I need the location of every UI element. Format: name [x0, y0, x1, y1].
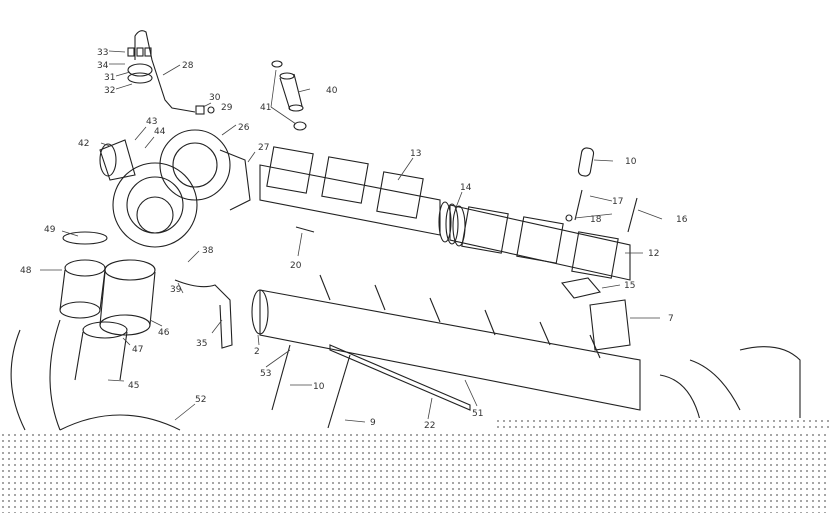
callout-53: 53: [260, 369, 271, 379]
oil-line: [134, 30, 196, 113]
callout-45: 45: [128, 381, 139, 391]
bolt-10-lower: [271, 344, 291, 411]
callout-40: 40: [326, 86, 338, 96]
callout-26: 26: [238, 123, 250, 133]
callout-9: 9: [370, 418, 376, 428]
callout-7: 7: [668, 314, 674, 324]
callout-2: 2: [254, 347, 260, 357]
callout-32: 32: [104, 86, 115, 96]
callout-14: 14: [460, 183, 472, 193]
callout-18: 18: [590, 215, 602, 225]
gasket-7: [589, 299, 631, 351]
callout-42: 42: [78, 139, 89, 149]
callout-29: 29: [221, 103, 233, 113]
tube-40: [271, 60, 307, 131]
exhaust-manifold-upper: [259, 146, 631, 281]
turbocharger: [99, 129, 251, 248]
callout-17: 17: [612, 197, 623, 207]
fitting-30: [195, 105, 205, 115]
callout-13: 13: [410, 149, 421, 159]
callout-15: 15: [624, 281, 635, 291]
exhaust-manifold-lower: [251, 274, 801, 421]
callout-33: 33: [97, 48, 108, 58]
callout-16: 16: [676, 215, 688, 225]
callout-31: 31: [104, 73, 115, 83]
bolt-17: [574, 189, 583, 221]
callout-leaders: [40, 50, 663, 423]
callout-22: 22: [424, 421, 435, 431]
callout-43: 43: [146, 117, 157, 127]
callout-20: 20: [290, 261, 302, 271]
callout-39: 39: [170, 285, 182, 295]
callout-28: 28: [182, 61, 194, 71]
pin-20: [295, 226, 315, 233]
washer-18: [565, 214, 573, 222]
callout-34: 34: [97, 61, 109, 71]
callout-48: 48: [20, 266, 32, 276]
fittings-33-34: [127, 47, 153, 84]
gasket-15: [561, 277, 602, 299]
callout-47: 47: [132, 345, 143, 355]
callout-12: 12: [648, 249, 659, 259]
callout-44: 44: [154, 127, 166, 137]
callout-labels: 33 34 31 32 28 30 29 40 41 42 43 44 26 2…: [20, 48, 688, 431]
callout-30: 30: [209, 93, 221, 103]
callout-38: 38: [202, 246, 214, 256]
callout-35: 35: [196, 339, 207, 349]
callout-27: 27: [258, 143, 269, 153]
bolt-9: [327, 354, 351, 429]
callout-41: 41: [260, 103, 271, 113]
intake-pipes: [10, 231, 233, 431]
callout-10: 10: [625, 157, 637, 167]
bolt-16: [627, 197, 638, 233]
callout-51: 51: [472, 409, 483, 419]
washer-29: [207, 106, 215, 114]
callout-46: 46: [158, 328, 170, 338]
dotted-mask-bottom: [0, 432, 829, 513]
callout-49: 49: [44, 225, 56, 235]
callout-10-lower: 10: [313, 382, 325, 392]
plate-10: [577, 147, 595, 177]
callout-52: 52: [195, 395, 206, 405]
